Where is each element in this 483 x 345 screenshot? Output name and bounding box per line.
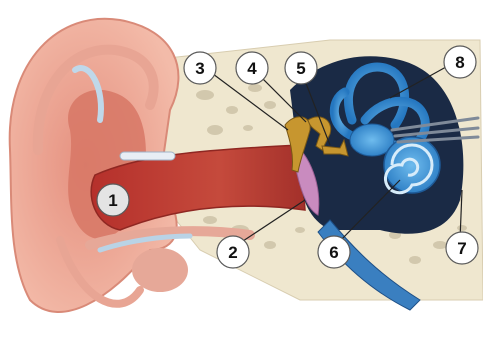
lower-tissue xyxy=(132,248,188,292)
callout-7-label: 7 xyxy=(457,239,466,258)
callout-2-label: 2 xyxy=(228,243,237,262)
callout-1-label: 1 xyxy=(108,191,117,210)
callout-7: 7 xyxy=(446,232,478,264)
canal-hair-band xyxy=(120,152,175,160)
callout-4-label: 4 xyxy=(247,59,257,78)
callout-8-label: 8 xyxy=(455,53,464,72)
callout-5: 5 xyxy=(285,52,317,84)
callout-4: 4 xyxy=(236,52,268,84)
callout-6: 6 xyxy=(318,236,350,268)
callout-3-label: 3 xyxy=(195,59,204,78)
callout-2: 2 xyxy=(217,236,249,268)
callout-3: 3 xyxy=(184,52,216,84)
callout-1: 1 xyxy=(97,184,129,216)
cochlea xyxy=(384,137,440,193)
callout-6-label: 6 xyxy=(329,243,338,262)
callout-8: 8 xyxy=(444,46,476,78)
callout-5-label: 5 xyxy=(296,59,305,78)
